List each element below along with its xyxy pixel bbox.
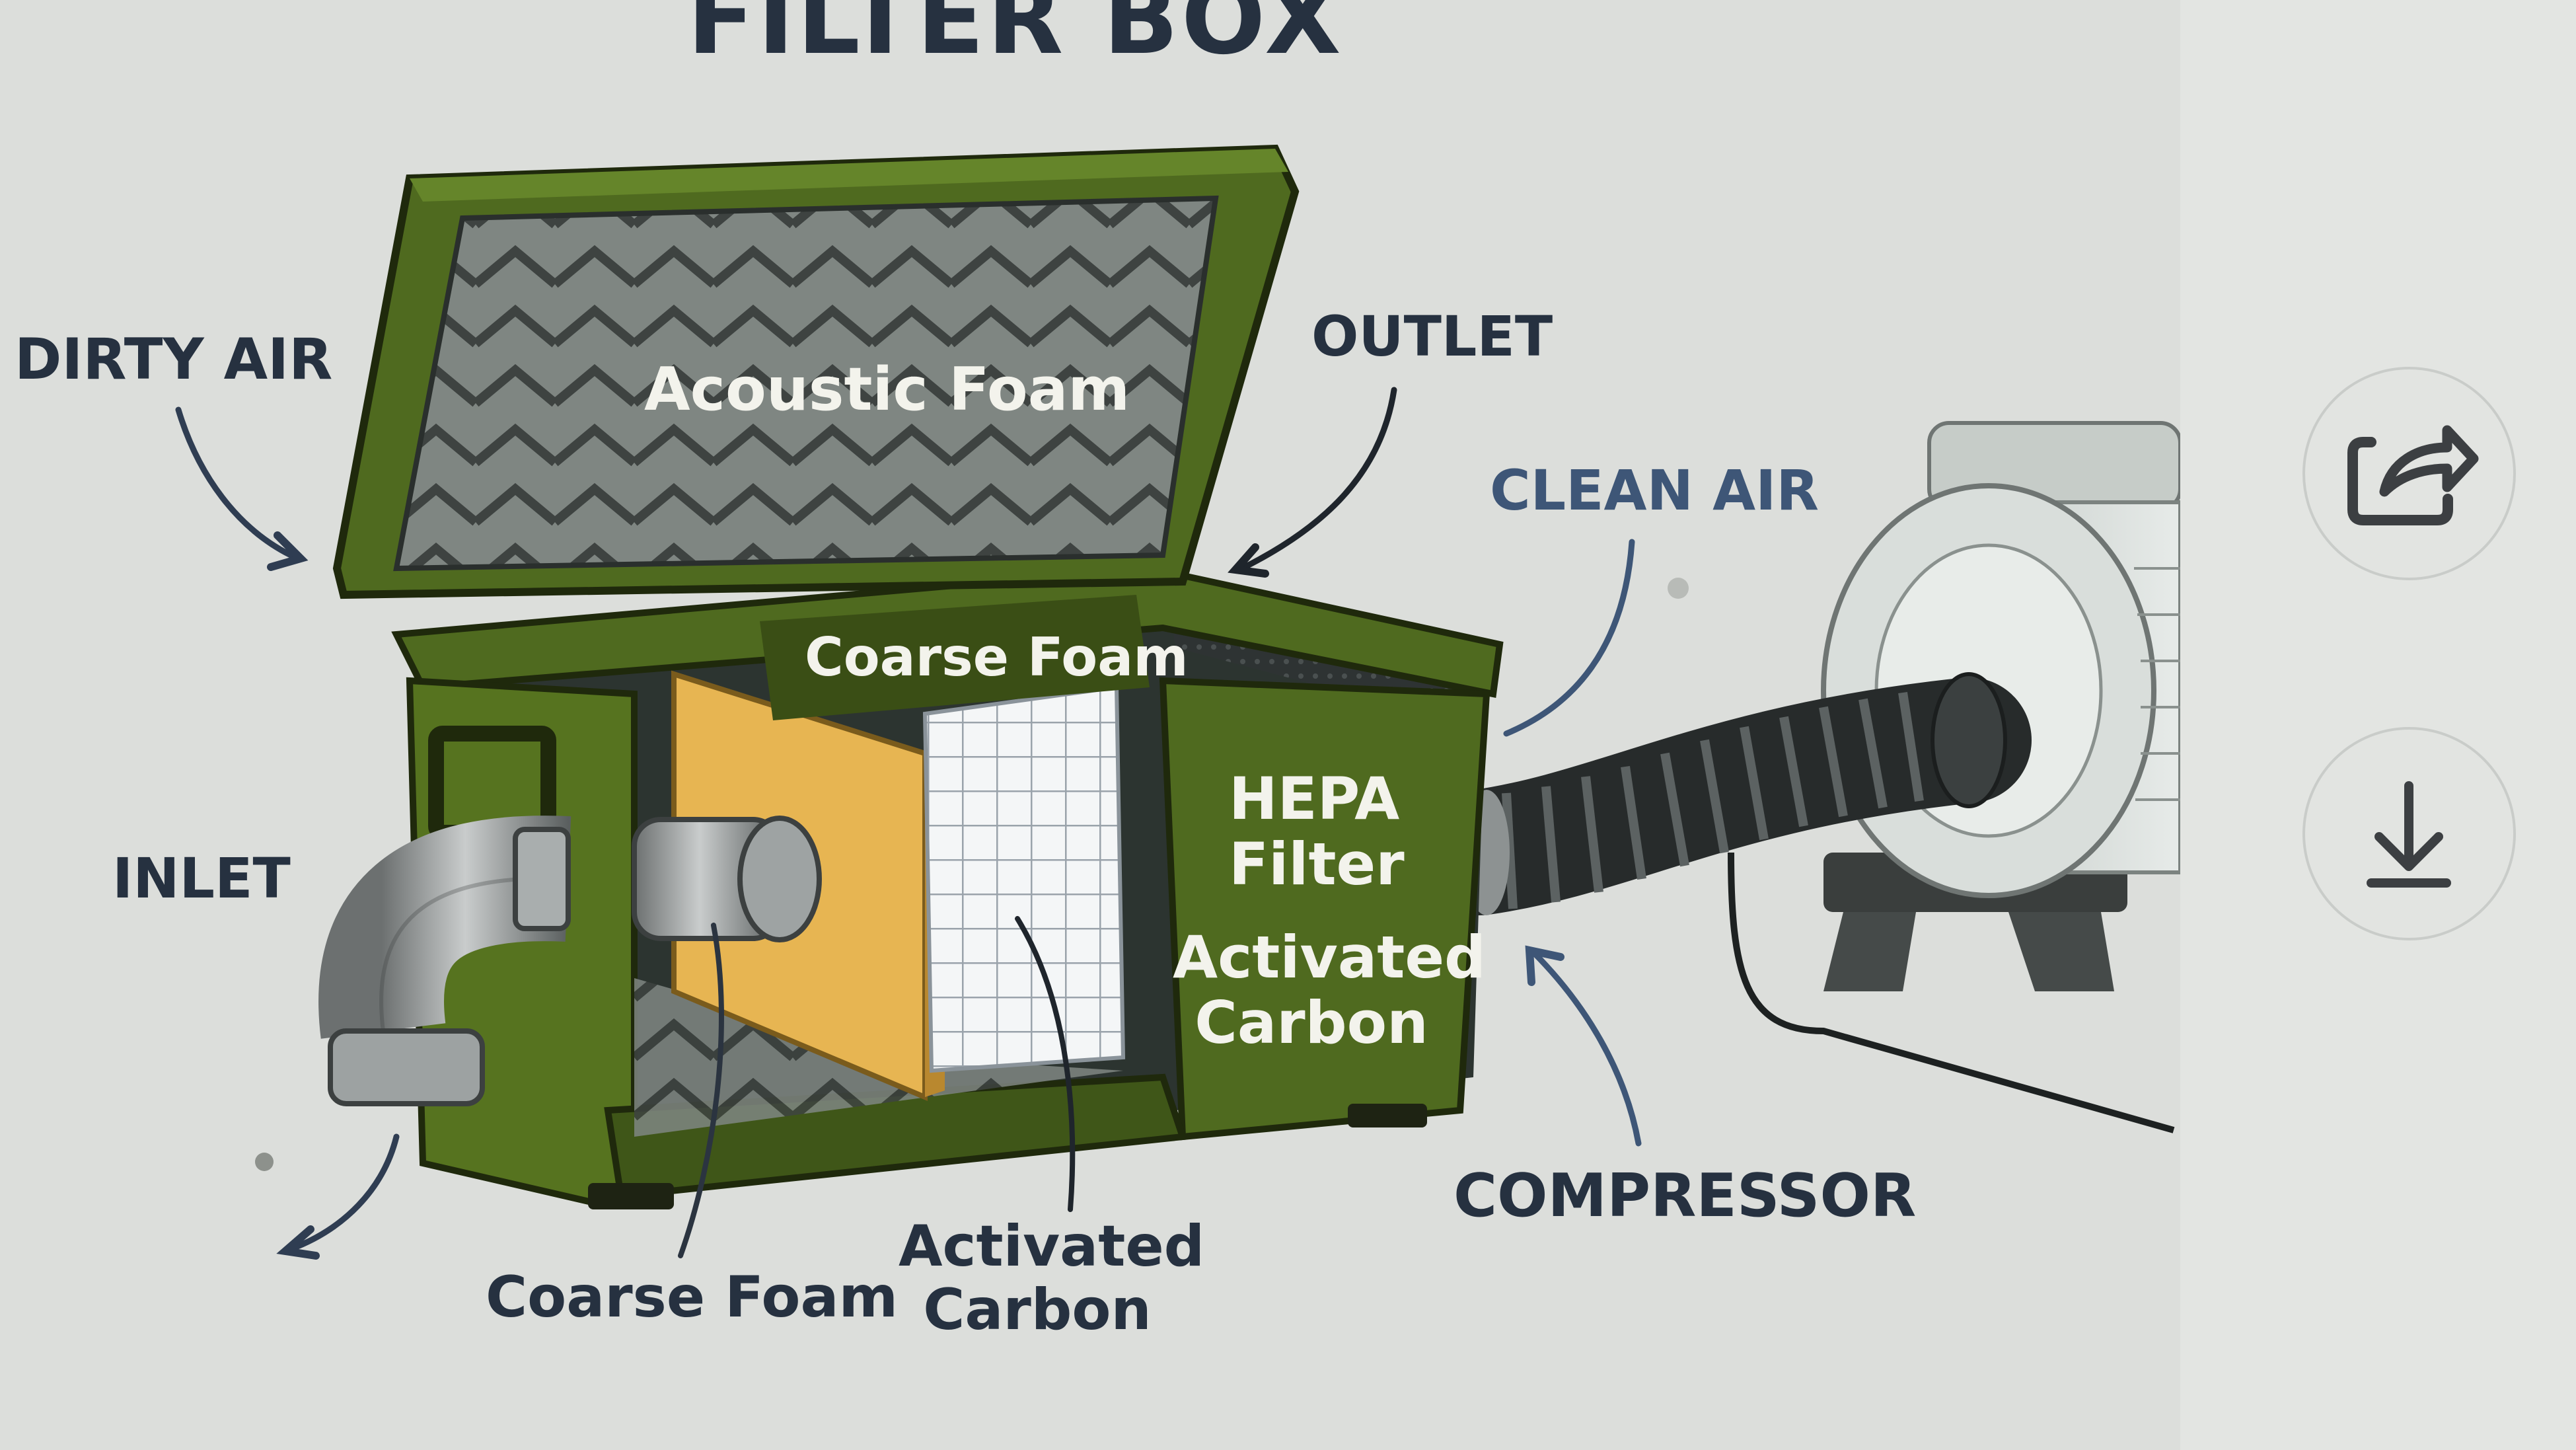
label-hepa-filter: HEPA Filter: [1229, 765, 1405, 898]
label-inlet: INLET: [112, 846, 291, 911]
label-acoustic-foam: Acoustic Foam: [644, 355, 1130, 424]
label-outlet: OUTLET: [1311, 304, 1553, 369]
share-button[interactable]: [2302, 367, 2516, 580]
flow-arrows: [175, 387, 1642, 1260]
label-dirty-air: DIRTY AIR: [15, 326, 333, 393]
label-activated-carbon-bottom: Activated Carbon: [899, 1213, 1205, 1344]
label-clean-air: CLEAN AIR: [1490, 458, 1820, 523]
download-button[interactable]: [2302, 727, 2516, 940]
filter-box-lid: [332, 144, 1300, 599]
label-activated-carbon-side: Activated Carbon: [1173, 923, 1486, 1057]
label-coarse-foam-top: Coarse Foam: [805, 627, 1189, 688]
download-icon: [2367, 781, 2451, 888]
label-compressor: COMPRESSOR: [1454, 1161, 1917, 1231]
diagram-title: FILTER BOX: [687, 0, 1344, 77]
filter-box-body: [318, 564, 1504, 1209]
share-icon: [2347, 425, 2479, 525]
label-coarse-foam-bottom: Coarse Foam: [486, 1264, 899, 1330]
action-sidebar: [2180, 0, 2576, 1450]
